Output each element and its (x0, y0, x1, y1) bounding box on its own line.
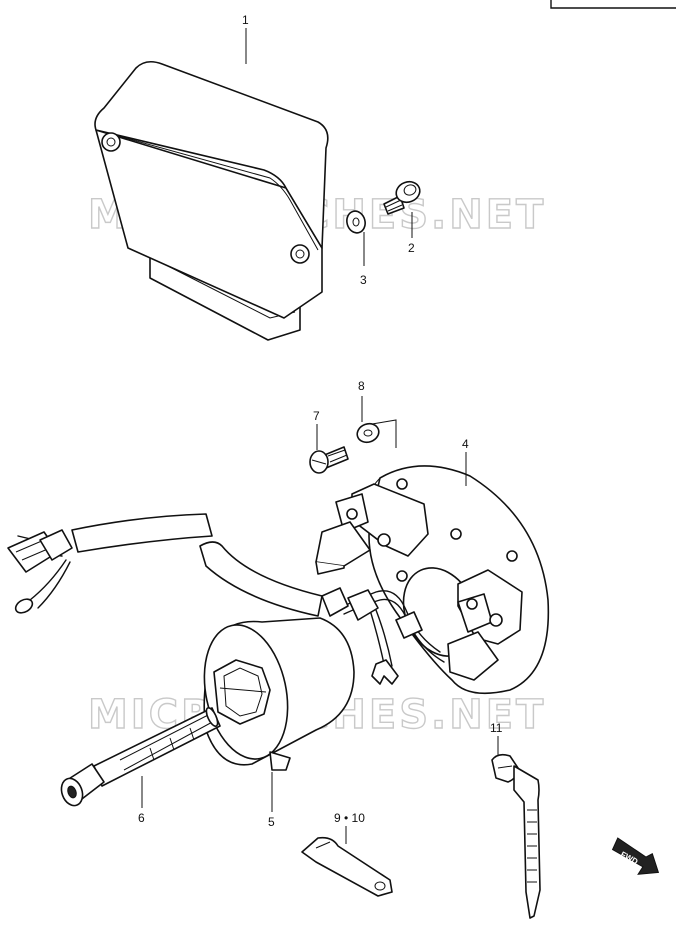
part-6-bolt (60, 706, 221, 807)
part-4-pickup-plate (315, 465, 550, 695)
callout-11: 11 (490, 721, 503, 735)
leader-lines (141, 28, 499, 844)
callout-6: 6 (138, 811, 145, 825)
part-1-control-unit (94, 60, 329, 341)
part-9-10-clamp (301, 836, 393, 897)
callout-2: 2 (408, 241, 415, 255)
part-8-washer (356, 422, 380, 444)
callout-8: 8 (358, 379, 365, 393)
cable-harness (7, 513, 323, 617)
part-7-screw (309, 446, 349, 474)
part-5-signal-rotor (203, 617, 355, 771)
part-11-cable-tie (491, 753, 541, 919)
callout-9-10: 9 • 10 (334, 811, 365, 825)
part-3-washer (346, 210, 366, 234)
page-frame-corner (550, 0, 676, 9)
fwd-arrow: FWD (611, 837, 660, 875)
callout-1: 1 (242, 13, 249, 27)
callout-4: 4 (462, 437, 469, 451)
callout-5: 5 (268, 815, 275, 829)
callout-7: 7 (313, 409, 320, 423)
callout-3: 3 (360, 273, 367, 287)
part-2-bolt (383, 180, 421, 215)
